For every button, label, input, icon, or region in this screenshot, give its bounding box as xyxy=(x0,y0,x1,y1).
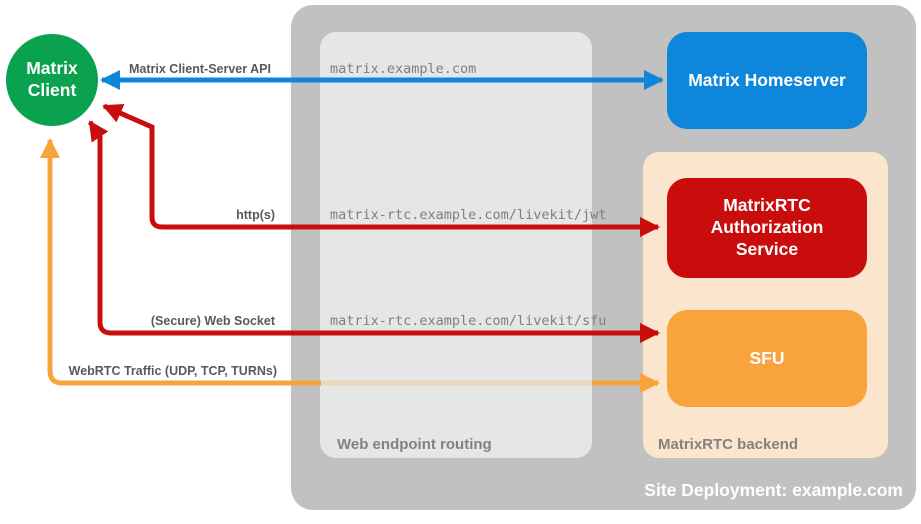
sfu-label: SFU xyxy=(749,347,785,368)
homeserver-endpoint-url: matrix.example.com xyxy=(330,61,477,77)
client-server-api-label: Matrix Client-Server API xyxy=(129,62,271,76)
matrix-client-label: Matrix Client xyxy=(26,58,78,100)
websocket-label: (Secure) Web Socket xyxy=(150,314,275,328)
web-endpoint-routing-label: Web endpoint routing xyxy=(337,436,492,453)
webrtc-traffic-arrow xyxy=(40,138,321,386)
http-label: http(s) xyxy=(236,208,275,222)
sfu-node: SFU xyxy=(667,310,867,407)
matrixrtc-authorization-service-node: MatrixRTC Authorization Service xyxy=(667,178,867,278)
jwt-endpoint-url: matrix-rtc.example.com/livekit/jwt xyxy=(330,207,607,223)
sfu-endpoint-url: matrix-rtc.example.com/livekit/sfu xyxy=(330,313,607,329)
matrixrtc-backend-label: MatrixRTC backend xyxy=(658,436,799,453)
web-endpoint-routing-zone xyxy=(320,32,592,458)
site-deployment-title: Site Deployment: example.com xyxy=(644,480,903,500)
matrix-client-node: Matrix Client xyxy=(6,34,98,126)
webrtc-traffic-label: WebRTC Traffic (UDP, TCP, TURNs) xyxy=(68,364,277,378)
matrixrtc-authorization-service-label: MatrixRTC Authorization Service xyxy=(710,195,824,259)
matrix-homeserver-node: Matrix Homeserver xyxy=(667,32,867,129)
matrix-homeserver-label: Matrix Homeserver xyxy=(688,69,846,90)
